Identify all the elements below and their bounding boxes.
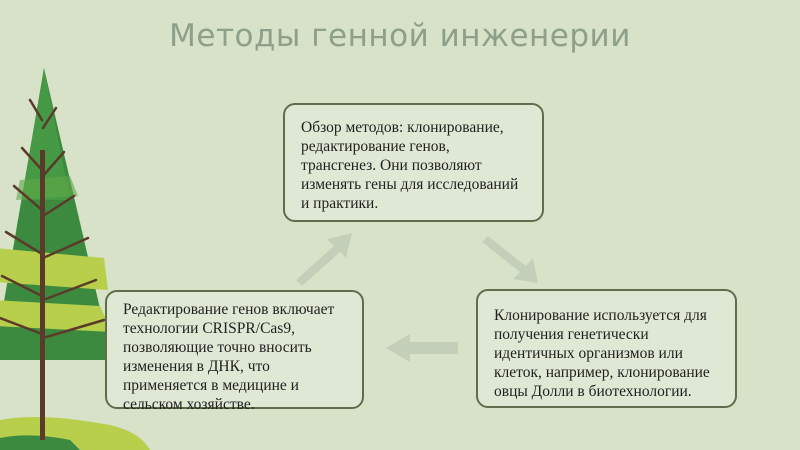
- pine-tree-icon: [0, 68, 112, 440]
- arrow-cloning-to-editing: [386, 334, 458, 362]
- node-cloning-text: Клонирование используется для получения …: [494, 307, 710, 400]
- node-cloning: Клонирование используется для получения …: [476, 289, 737, 408]
- arrow-overview-to-cloning: [482, 236, 538, 283]
- node-gene-editing-text: Редактирование генов включает технологии…: [123, 301, 335, 413]
- node-gene-editing: Редактирование генов включает технологии…: [105, 290, 364, 413]
- ground-hill-dark: [0, 435, 80, 450]
- node-overview: Обзор методов: клонирование, редактирова…: [283, 103, 544, 222]
- page-title: Методы генной инженерии: [169, 18, 631, 54]
- cycle-arrows: [296, 233, 538, 362]
- node-overview-text: Обзор методов: клонирование, редактирова…: [301, 119, 519, 212]
- arrow-editing-to-overview: [296, 233, 352, 286]
